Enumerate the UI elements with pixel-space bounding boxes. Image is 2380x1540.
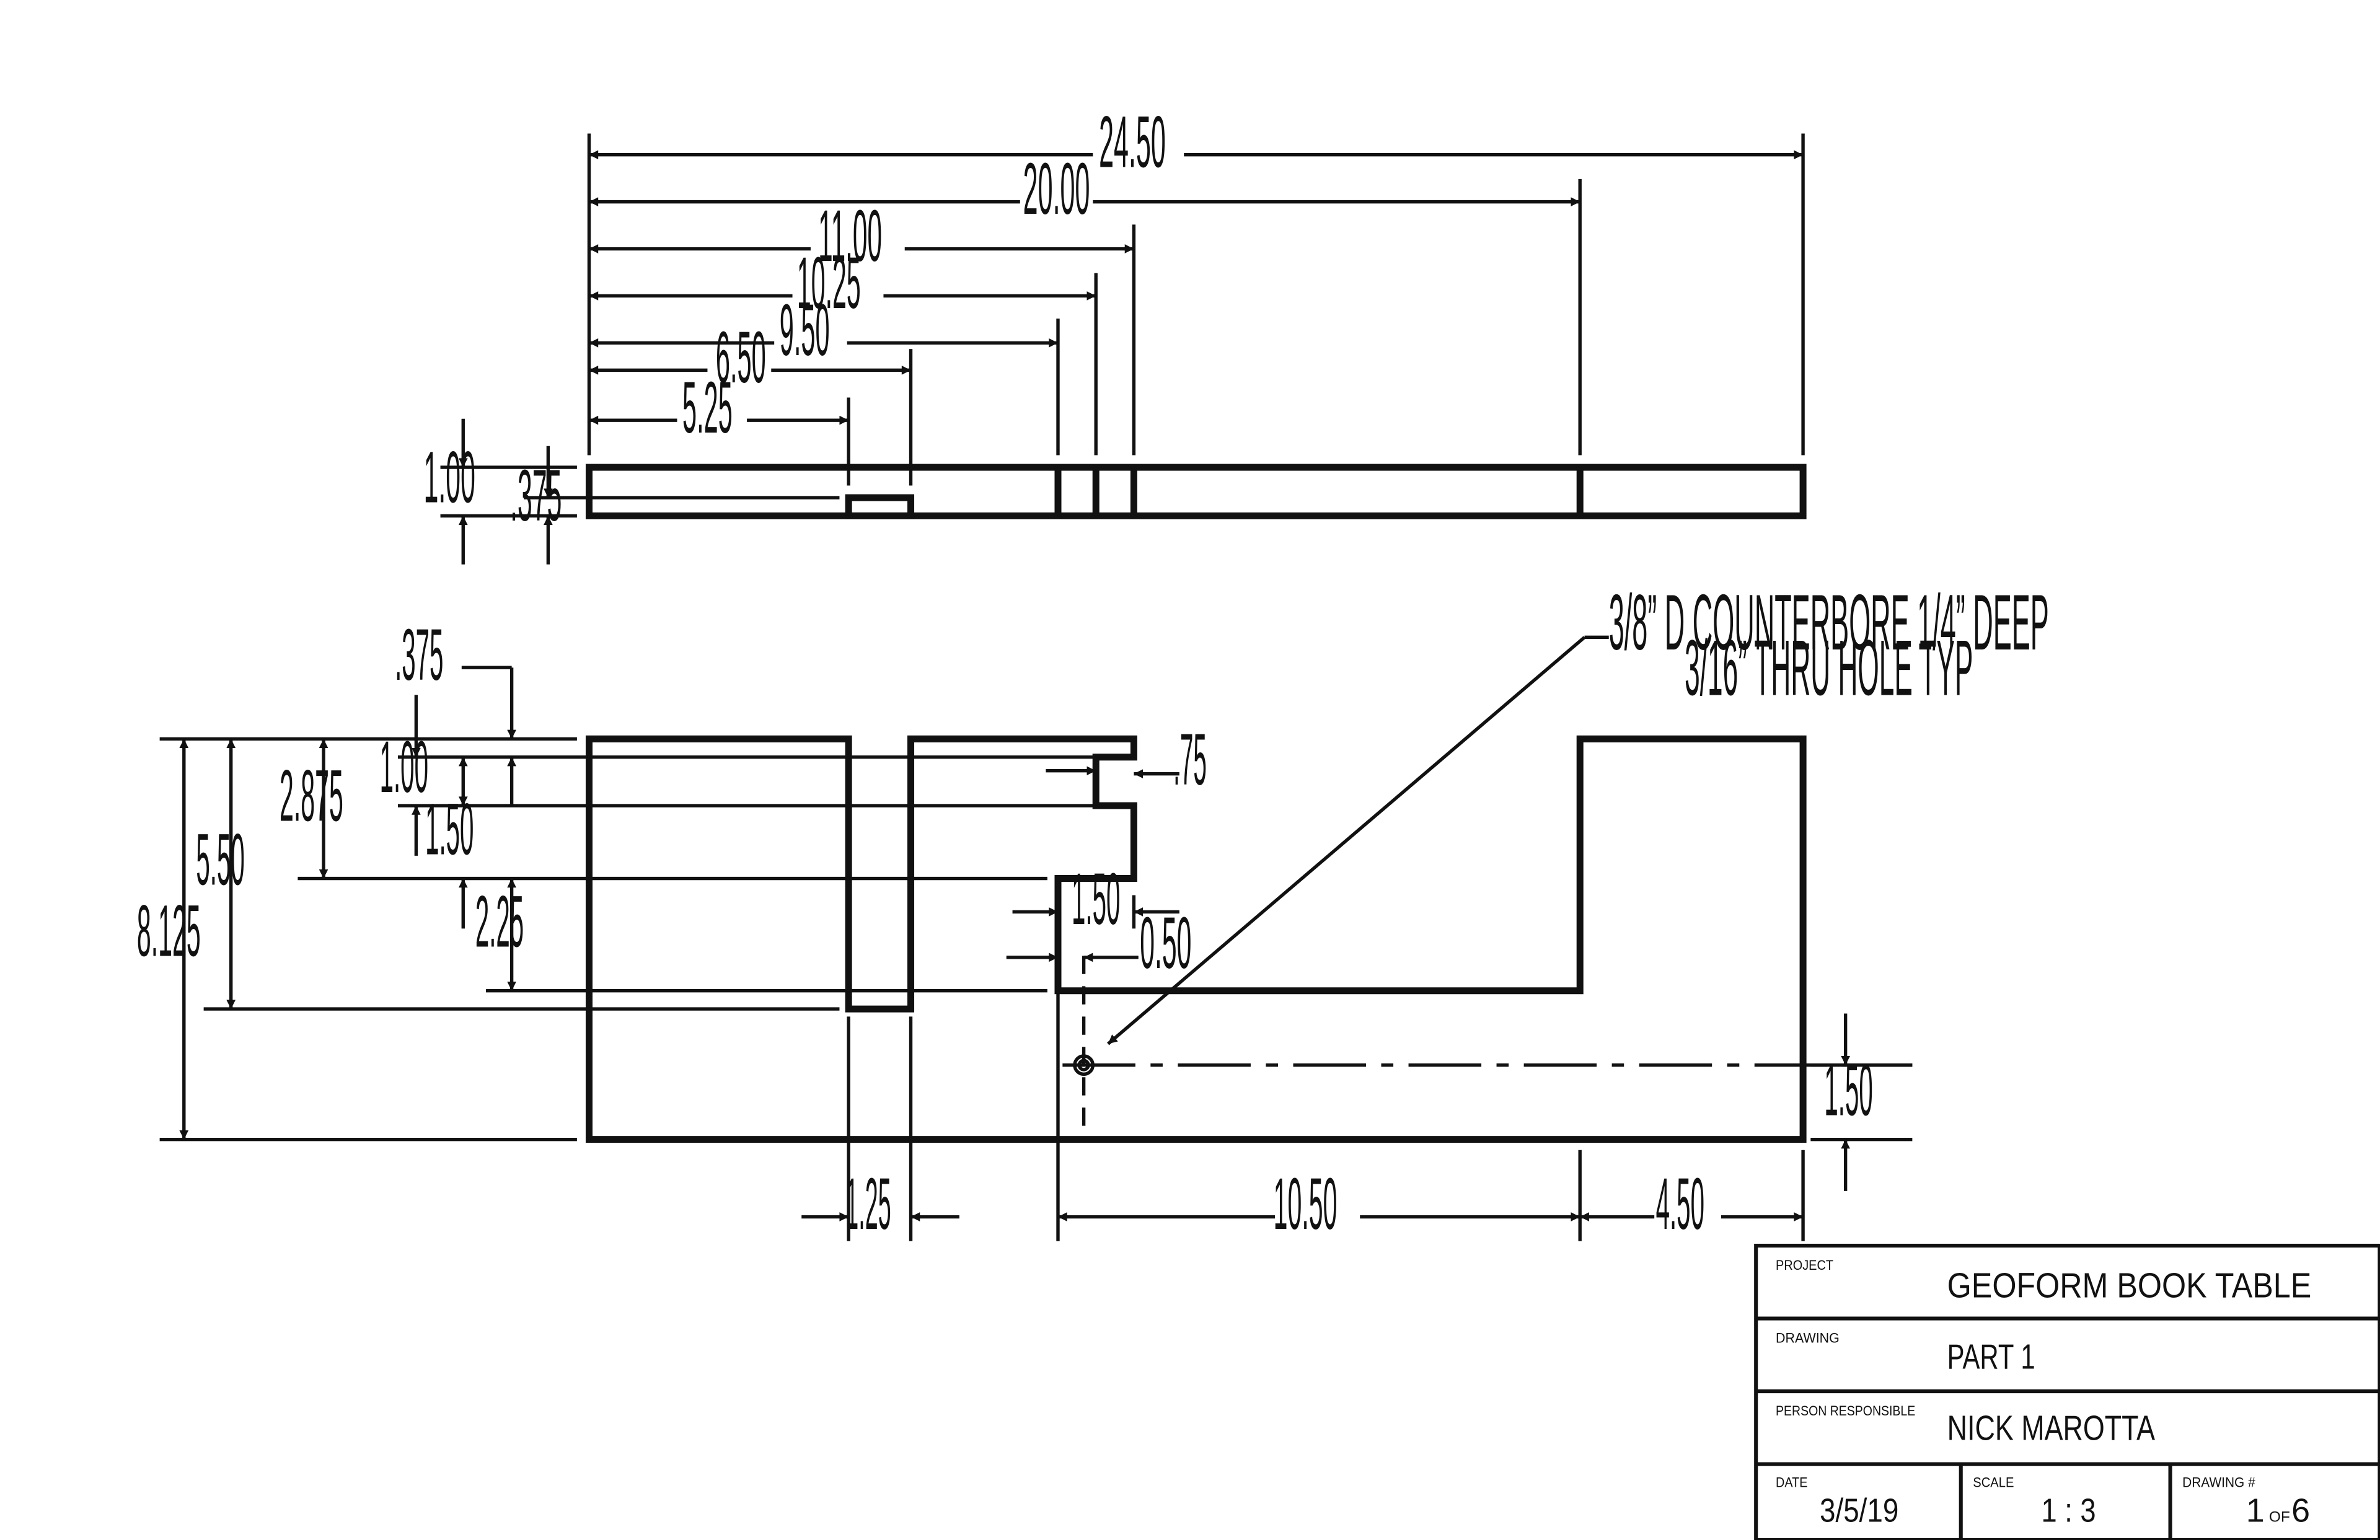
dim-top-6-50: 6.50: [716, 317, 766, 398]
drawing-label: DRAWING: [1776, 1331, 1840, 1346]
dim-top-20-00: 20.00: [1023, 148, 1090, 229]
dim-front-2-25: 2.25: [475, 881, 524, 962]
front-view: .375 1.00 2.875 1.50 5.50 8.125 2.25 .75…: [137, 578, 2049, 1244]
dim-front-1-00: 1.00: [380, 726, 428, 807]
dim-front-5-50: 5.50: [196, 819, 244, 900]
project-label: PROJECT: [1776, 1257, 1833, 1273]
dim-front-2-875: 2.875: [280, 755, 343, 837]
dim-top-10-25: 10.25: [797, 242, 861, 323]
scale-value: 1 : 3: [2041, 1492, 2096, 1529]
front-view-outline: [585, 735, 1807, 1143]
dim-top-9-50: 9.50: [780, 289, 830, 371]
top-view: 24.50 20.00 11.00 10.25 9.50 6.50 5.25 1…: [424, 101, 1807, 565]
drawing-number-value: 1: [2246, 1492, 2265, 1529]
dim-front-4-50: 4.50: [1656, 1163, 1704, 1244]
dim-front-1-50-a: 1.50: [425, 788, 474, 869]
drawing-value: PART 1: [1947, 1337, 2035, 1376]
project-value: GEOFORM BOOK TABLE: [1947, 1265, 2312, 1305]
dim-front-0-375: .375: [395, 614, 443, 695]
dim-top-24-50: 24.50: [1099, 101, 1166, 182]
drawing-number-of: OF: [2269, 1509, 2290, 1526]
dim-top-0-375: .375: [510, 455, 562, 536]
person-value: NICK MAROTTA: [1947, 1408, 2156, 1447]
dim-front-0-50: 0.50: [1140, 902, 1191, 983]
drawing-number-total: 6: [2291, 1492, 2310, 1529]
date-label: DATE: [1776, 1474, 1807, 1490]
title-block: PROJECT GEOFORM BOOK TABLE DRAWING PART …: [1754, 1243, 2380, 1540]
dim-top-5-25: 5.25: [682, 367, 733, 448]
scale-label: SCALE: [1973, 1474, 2014, 1490]
date-value: 3/5/19: [1820, 1492, 1898, 1529]
dim-front-1-25: 1.25: [845, 1163, 891, 1244]
top-view-notch: [845, 494, 915, 519]
dim-front-1-50-c: 1.50: [1824, 1049, 1872, 1130]
person-label: PERSON RESPONSIBLE: [1776, 1403, 1915, 1419]
dim-front-0-75: .75: [1173, 719, 1207, 800]
counterbore-note-line2: 3/16” THRU HOLE TYP: [1685, 623, 1973, 711]
dim-front-10-50: 10.50: [1274, 1163, 1338, 1244]
top-view-outline: [585, 464, 1807, 519]
counterbore-hole-icon: [1073, 1054, 1095, 1076]
dim-top-1-00: 1.00: [424, 436, 475, 517]
counterbore-note-line1: 3/8” D COUNTERBORE 1/4” DEEP: [1609, 578, 2049, 666]
drawing-number-label: DRAWING #: [2182, 1474, 2255, 1490]
dim-front-1-50-b: 1.50: [1072, 858, 1120, 939]
dim-top-11-00: 11.00: [818, 195, 882, 276]
dim-front-8-125: 8.125: [137, 890, 201, 971]
